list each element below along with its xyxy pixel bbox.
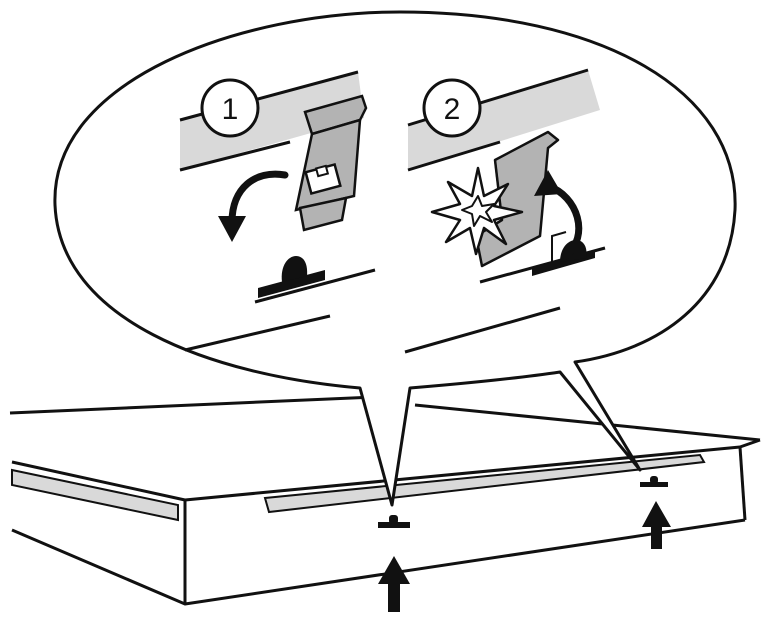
step-2-badge: 2 <box>422 78 482 138</box>
step-2-line-low <box>404 306 561 354</box>
step-2-burst-inner <box>461 195 495 227</box>
step-2-rail-bottom <box>407 140 501 172</box>
step-1-arrow-stroke <box>228 170 289 226</box>
step-1-clip <box>294 94 368 232</box>
step-1-panel: 1 <box>179 70 376 352</box>
step-1-catch-knob <box>281 256 308 282</box>
step-1-badge-circle <box>200 78 260 138</box>
base-top-edge <box>9 395 376 415</box>
curved-arrow-up-icon <box>534 170 583 260</box>
step-1-catch <box>258 256 325 298</box>
click-burst-icon <box>430 166 524 256</box>
base-clip-right <box>640 482 668 487</box>
rail-front <box>263 453 706 514</box>
step-1-rail <box>180 72 364 170</box>
base-front-top-edge <box>11 438 761 502</box>
base-front-bottom-edge <box>11 518 746 606</box>
base-clip-left-stem <box>389 515 398 524</box>
step-1-line-mid <box>254 268 376 304</box>
appliance-base <box>9 395 761 606</box>
step-1-rail-bottom <box>179 140 291 172</box>
step-2-arrow-head <box>534 170 562 196</box>
base-top-edge-right <box>414 403 761 442</box>
step-1-clip-window-notch <box>314 164 330 178</box>
step-1-clip-top <box>303 94 368 136</box>
base-right-edge <box>738 446 747 521</box>
callout-bubble <box>53 10 737 507</box>
step-2-catch-outline <box>551 231 567 262</box>
step-2-rail <box>408 70 600 170</box>
base-clip-left <box>378 522 410 528</box>
step-1-clip-tab <box>298 196 348 232</box>
step-1-line-low <box>184 314 331 352</box>
arrow-up-icon-left <box>378 556 410 612</box>
step-1-catch-base <box>258 270 325 298</box>
base-clip-right-stem <box>650 476 658 484</box>
callout-outline <box>53 10 737 507</box>
step-2-badge-circle <box>422 78 482 138</box>
arrow-up-icon <box>378 501 671 612</box>
curved-arrow-down-icon <box>218 170 289 242</box>
step-1-arrow-head <box>218 216 246 242</box>
step-2-number: 2 <box>444 93 461 126</box>
arrow-up-icon-right <box>642 501 671 549</box>
rail-left <box>11 468 179 522</box>
step-2-panel: 2 <box>404 68 606 354</box>
step-1-number: 1 <box>222 93 239 126</box>
underside-rails <box>11 453 706 522</box>
step-1-badge: 1 <box>200 78 260 138</box>
base-clip-marks <box>378 476 668 528</box>
